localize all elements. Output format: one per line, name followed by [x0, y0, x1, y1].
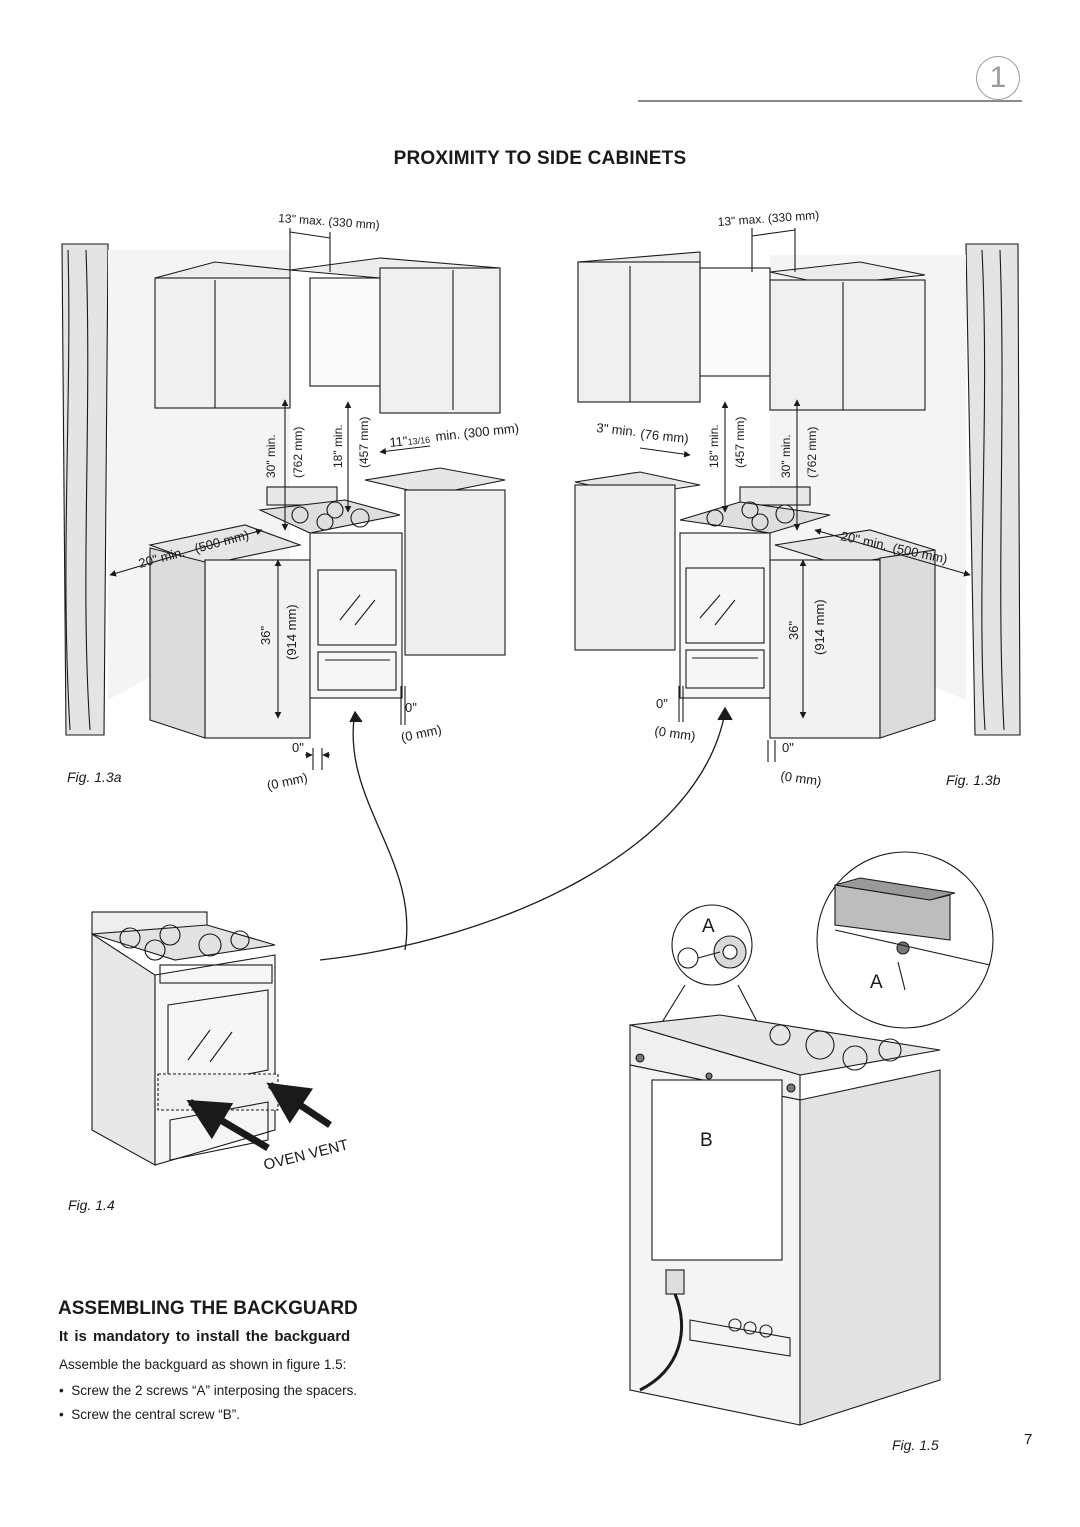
gap-right-in-label-a: 0" [405, 700, 417, 715]
bullet-text: Screw the 2 screws “A” interposing the s… [71, 1383, 358, 1398]
callout-b-detail: B [700, 1130, 713, 1151]
dim-18-mm-label-a: (457 mm) [357, 417, 371, 468]
dim-13-max-label-b: 13" max. (330 mm) [717, 208, 819, 229]
gap-left-in-label-b: 0" [656, 696, 668, 711]
fig-1-3a-caption: Fig. 1.3a [67, 769, 122, 785]
dim-18-in-label-b: 18" min. [707, 424, 721, 468]
section-title-backguard: ASSEMBLING THE BACKGUARD [58, 1298, 358, 1319]
dim-30-mm-label-b: (762 mm) [805, 427, 819, 478]
fig-1-5-drawing [629, 851, 994, 1426]
fig-1-4-drawing [91, 911, 332, 1166]
dim-30-in-label-b: 30" min. [779, 434, 793, 478]
bullet-item-screw-b: • Screw the central screw “B”. [59, 1407, 241, 1422]
bullet-text: Screw the central screw “B”. [71, 1407, 241, 1422]
vent-pointer-arrows [319, 706, 733, 961]
callout-a-zoom: A [870, 972, 883, 993]
bullet-item-screws-a: • Screw the 2 screws “A” interposing the… [59, 1383, 358, 1398]
gap-right-mm-label-b: (0 mm) [780, 768, 823, 789]
assembly-intro: Assemble the backguard as shown in figur… [59, 1357, 347, 1372]
fig-1-4-caption: Fig. 1.4 [68, 1197, 115, 1213]
dim-18-mm-label-b: (457 mm) [733, 417, 747, 468]
dim-11-mm-label-a: min. (300 mm) [435, 420, 520, 444]
page-number: 7 [1024, 1431, 1033, 1448]
gap-right-in-label-b: 0" [782, 740, 794, 755]
gap-left-mm-label-a: (0 mm) [266, 770, 309, 793]
dim-11-in-label-a: 11" [389, 433, 409, 450]
dim-3-mm-label-b: (76 mm) [640, 426, 690, 446]
header-rule [638, 100, 1022, 102]
dim-36-in-label-a: 36" [258, 626, 273, 645]
fig-1-3b-drawing [574, 228, 1021, 762]
fig-1-3a-drawing [61, 228, 506, 770]
dim-36-in-label-b: 36" [786, 621, 801, 640]
fig-1-5-caption: Fig. 1.5 [892, 1437, 939, 1453]
fig-1-3b-caption: Fig. 1.3b [946, 772, 1001, 788]
dim-36-mm-label-a: (914 mm) [284, 604, 299, 660]
oven-vent-label: OVEN VENT [262, 1136, 350, 1173]
dim-13-max-label-a: 13" max. (330 mm) [278, 211, 380, 232]
fig-1-4-labels: OVEN VENT [262, 1136, 350, 1173]
mandatory-notice: It is mandatory to install the backguard [59, 1328, 351, 1345]
chapter-number-badge: 1 [976, 56, 1020, 100]
dim-18-in-label-a: 18" min. [331, 424, 345, 468]
dim-36-mm-label-b: (914 mm) [812, 599, 827, 655]
fig-1-5-labels: A A B [700, 916, 883, 1151]
gap-right-mm-label-a: (0 mm) [400, 722, 443, 745]
dim-11-fraction-label-a: 13/16 [407, 435, 430, 447]
gap-left-in-label-a: 0" [292, 740, 304, 755]
section-title-proximity: PROXIMITY TO SIDE CABINETS [393, 148, 687, 169]
dim-30-in-label-a: 30" min. [264, 434, 278, 478]
callout-a-detail: A [702, 916, 715, 937]
fig-1-3b-labels: 13" max. (330 mm) 3" min. (76 mm) 18" mi… [596, 208, 949, 789]
gap-left-mm-label-b: (0 mm) [654, 723, 697, 744]
dim-30-mm-label-a: (762 mm) [291, 427, 305, 478]
dim-3-in-label-b: 3" min. [596, 420, 637, 439]
